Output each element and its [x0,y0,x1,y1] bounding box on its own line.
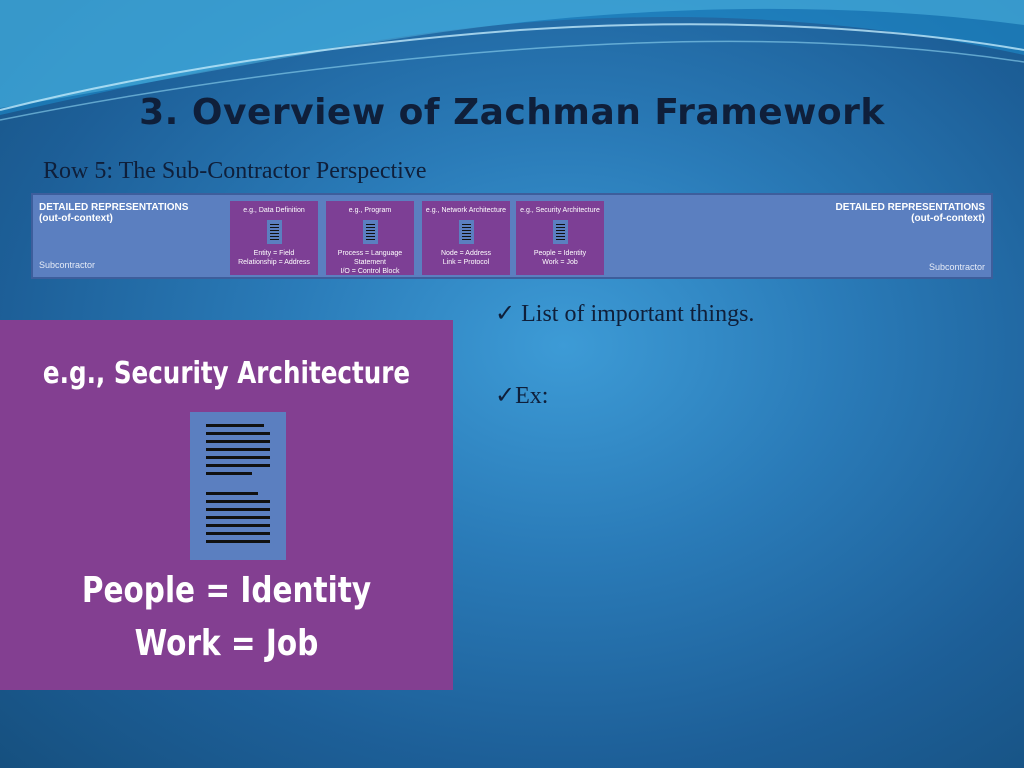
cell-heading: e.g., Security Architecture [520,207,600,214]
document-lines-top [206,424,270,480]
strip-left-heading: DETAILED REPRESENTATIONS [39,202,189,213]
slide-title: 3. Overview of Zachman Framework [139,92,885,133]
strip-left-sub: (out-of-context) [39,213,113,224]
bullet-item: ✓ List of important things. [495,301,755,327]
cell-program: e.g., Program Process = Language Stateme… [326,201,414,275]
cell-line: Work = Job [542,259,578,266]
document-icon [190,412,286,560]
document-lines-bottom [206,492,270,548]
bullet-item: ✓Ex: [495,383,549,409]
strip-right-heading: DETAILED REPRESENTATIONS [835,202,985,213]
slide-subtitle: Row 5: The Sub-Contractor Perspective [43,158,427,184]
cell-line: People = Identity [533,250,587,257]
cell-line: Process = Language Statement [337,250,403,266]
cell-line: Node = Address [440,250,491,257]
zachman-row-strip: DETAILED REPRESENTATIONS (out-of-context… [31,193,993,279]
cell-line: Link = Protocol [442,259,490,266]
cell-data-definition: e.g., Data Definition Entity = Field Rel… [230,201,318,275]
cell-line: Relationship = Address [238,259,310,266]
strip-left-header: DETAILED REPRESENTATIONS (out-of-context… [39,202,188,224]
document-icon [458,220,474,244]
cell-heading: e.g., Program [348,207,392,214]
document-icon [552,220,568,244]
strip-right-header: DETAILED REPRESENTATIONS (out-of-context… [836,202,985,224]
detail-line-2: Work = Job [134,623,319,664]
document-icon [266,220,282,244]
cell-heading: e.g., Data Definition [243,207,305,214]
cell-security-architecture: e.g., Security Architecture People = Ide… [516,201,604,275]
cell-network-architecture: e.g., Network Architecture Node = Addres… [422,201,510,275]
cell-line: Entity = Field [253,250,295,257]
document-icon [362,220,378,244]
cell-line: I/O = Control Block [340,268,400,275]
decorative-waves [0,0,1024,121]
strip-right-role: Subcontractor [928,262,985,272]
detail-line-1: People = Identity [81,570,372,611]
strip-right-sub: (out-of-context) [911,213,985,224]
security-architecture-detail: e.g., Security Architecture People = Ide… [0,320,453,690]
strip-left-role: Subcontractor [39,260,96,270]
detail-heading: e.g., Security Architecture [42,356,411,391]
cell-heading: e.g., Network Architecture [425,207,507,214]
